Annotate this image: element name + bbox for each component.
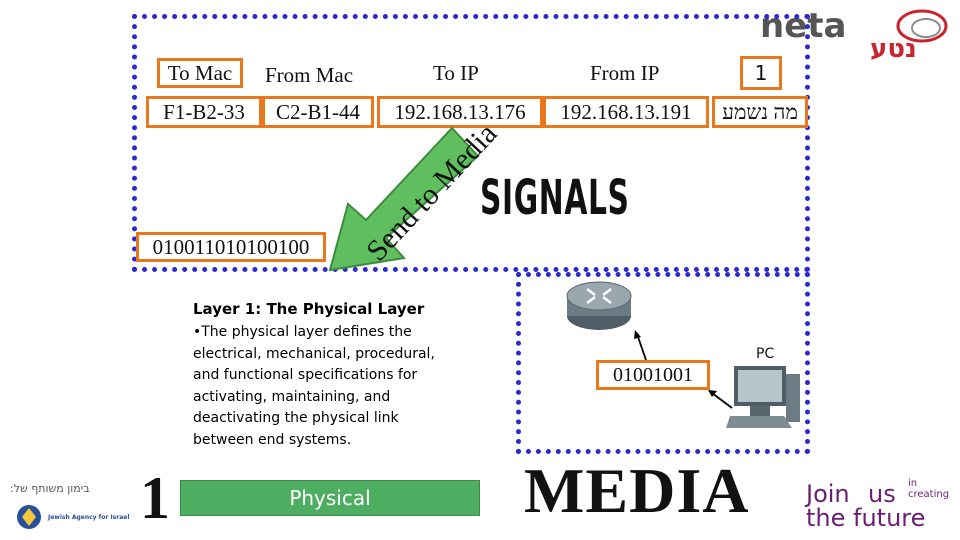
- layer-info: Layer 1: The Physical Layer •The physica…: [193, 300, 461, 451]
- router-icon: [566, 281, 632, 330]
- sponsor-logos: בימון משותף של: Jewish Agency for Israel: [4, 478, 136, 536]
- binary-bitstream-box: 010011010100100: [136, 232, 326, 262]
- packet-to-ip: 192.168.13.176: [377, 96, 543, 128]
- packet-from-ip: 192.168.13.191: [543, 96, 709, 128]
- jewish-agency-text: Jewish Agency for Israel: [48, 514, 130, 521]
- binary-short-box: 01001001: [596, 360, 710, 390]
- physical-label: Physical: [289, 486, 371, 510]
- media-frame: [516, 272, 810, 454]
- jewish-agency-emblem-icon: [17, 505, 41, 529]
- packet-message: מה נשמע: [712, 96, 808, 128]
- sponsor-label: בימון משותף של:: [10, 482, 90, 495]
- to-mac-header: To Mac: [157, 58, 243, 88]
- neta-latin-text: neta: [760, 6, 847, 46]
- neta-logo: neta נטע: [752, 4, 956, 64]
- the-future-text: the future: [806, 504, 926, 532]
- pc-arrow: [708, 390, 733, 409]
- neta-swirl-icon: [896, 9, 948, 43]
- from-ip-header: From IP: [590, 61, 660, 85]
- to-ip-header: To IP: [433, 61, 479, 85]
- pc-label: PC: [756, 346, 775, 362]
- packet-frame: [132, 14, 810, 272]
- layer-number-box: 1: [740, 56, 782, 90]
- layer-info-body: •The physical layer defines the electric…: [193, 324, 435, 448]
- join-in-creating-text: in creating: [908, 478, 950, 500]
- signals-text: SIGNALS: [480, 170, 630, 226]
- packet-to-mac: F1-B2-33: [146, 96, 262, 128]
- join-us-text: us: [868, 480, 896, 508]
- packet-from-mac: C2-B1-44: [262, 96, 374, 128]
- router-arrow: [634, 330, 647, 361]
- pc-icon: [726, 366, 800, 428]
- media-title: MEDIA: [524, 455, 750, 526]
- from-mac-header: From Mac: [265, 63, 354, 87]
- layer-info-title: Layer 1: The Physical Layer: [193, 300, 425, 318]
- send-to-media-arrow: [328, 126, 480, 272]
- neta-hebrew-text: נטע: [870, 34, 917, 64]
- layer-number-large: 1: [140, 465, 170, 531]
- physical-layer-box: Physical: [180, 480, 480, 516]
- join-us-logo: Join us in creating the future: [796, 476, 960, 536]
- join-text: Join: [806, 480, 850, 508]
